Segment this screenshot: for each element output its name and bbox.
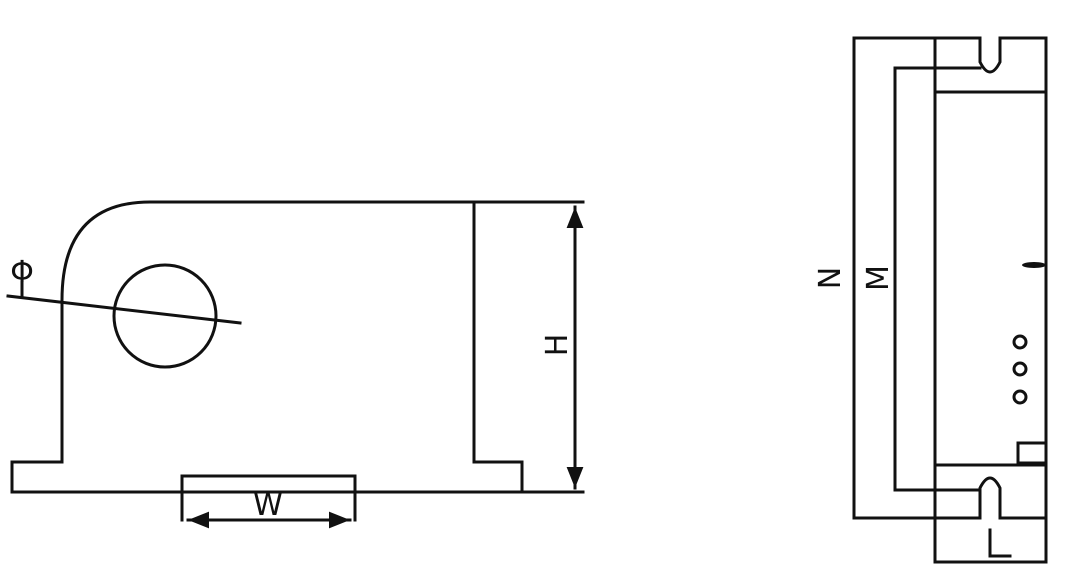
diameter-label: Φ <box>10 255 34 290</box>
side-view: N M <box>813 36 1048 564</box>
diameter-leader <box>6 294 242 325</box>
width-box <box>180 474 357 522</box>
height-label: H <box>540 334 575 357</box>
indicator-hole <box>1012 334 1028 350</box>
through-hole <box>112 263 218 369</box>
housing-outline <box>10 200 585 494</box>
slot-mark <box>1022 262 1046 268</box>
indicator-hole <box>1012 361 1028 377</box>
terminal-tab <box>988 528 1012 558</box>
m-label: M <box>861 265 896 291</box>
front-view: Φ W H <box>6 200 585 529</box>
width-label: W <box>253 488 283 523</box>
indicator-hole <box>1012 389 1028 405</box>
body-outline <box>852 36 1048 564</box>
connector-block <box>1016 441 1048 465</box>
n-label: N <box>813 267 848 289</box>
